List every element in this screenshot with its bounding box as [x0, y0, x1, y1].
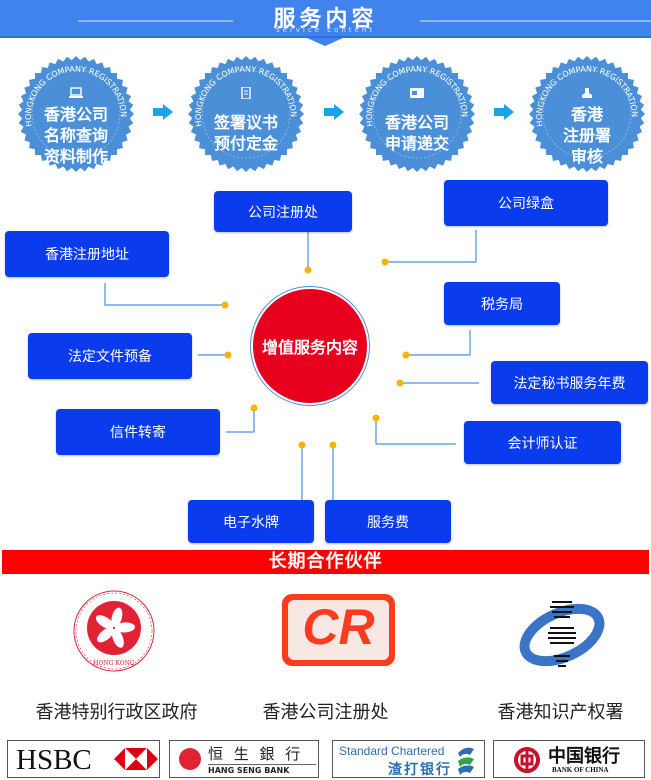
connector-line [375, 418, 456, 445]
connector-dot [250, 404, 258, 412]
connector-dot [402, 351, 410, 359]
stamp-icon [582, 88, 592, 98]
badge-inner-ring [372, 69, 462, 159]
connector-dot [396, 379, 404, 387]
connector-line [104, 283, 225, 306]
bank-of-china-logo: 中国银行 BANK OF CHINA [493, 740, 645, 778]
service-company-secretary-fee[interactable]: 法定秘书服务年费 [491, 361, 648, 404]
section-subtitle: service content [275, 26, 376, 34]
connector-dot [221, 301, 229, 309]
standard-chartered-logo: Standard Chartered 渣打银行 [332, 740, 485, 778]
service-statutory-documents[interactable]: 法定文件预备 [28, 333, 192, 379]
connector-dot [304, 266, 312, 274]
bank-of-china-icon [514, 747, 540, 773]
badge-scallop [529, 56, 645, 172]
process-step-2: HONGKONG COMPANY REGISTRATION 签署议书预付定金 [186, 54, 306, 174]
emblem-text: HONG KONG [93, 660, 135, 667]
badge-seal-icon: HONGKONG COMPANY REGISTRATION [18, 56, 134, 172]
header-rule-left [78, 20, 233, 22]
service-fee[interactable]: 服务费 [325, 500, 451, 543]
step-label: 签署议书预付定金 [213, 113, 278, 153]
connector-lines [104, 230, 479, 500]
hang-seng-icon [179, 748, 201, 770]
section-header: 服务内容 service content [0, 0, 651, 46]
step-label: 香港公司名称查询资料制作 [43, 105, 108, 166]
process-step-1: HONGKONG COMPANY REGISTRATION 香港公司名称查询资料… [16, 54, 136, 174]
connector-dot [372, 414, 380, 422]
step-label: 香港公司申请递交 [384, 113, 449, 153]
header-rule-right [420, 20, 651, 22]
service-accountant-certification[interactable]: 会计师认证 [464, 421, 621, 464]
hong-kong-emblem-logo: HONG KONG [73, 590, 155, 672]
id-card-icon [410, 88, 424, 98]
connector-line [226, 408, 255, 433]
connector-line [406, 330, 471, 356]
header-notch [307, 38, 343, 46]
partner-label: 香港公司注册处 [262, 702, 389, 723]
service-registered-address[interactable]: 香港注册地址 [5, 231, 169, 277]
connector-dot [298, 441, 306, 449]
arrow-right-icon [324, 104, 344, 120]
partners-title: 长期合作伙伴 [2, 550, 649, 574]
badge-seal-icon: HONGKONG COMPANY REGISTRATION [359, 56, 475, 172]
connector-line [385, 230, 477, 263]
process-step-4: HONGKONG COMPANY REGISTRATION 香港注册署审核 [527, 54, 647, 174]
hang-seng-logo: 恒 生 銀 行 HANG SENG BANK [169, 740, 319, 778]
laptop-icon [69, 87, 83, 98]
connector-dot [329, 441, 337, 449]
service-mail-forwarding[interactable]: 信件转寄 [56, 409, 220, 455]
hsbc-hexagon-icon [114, 748, 158, 770]
badge-scallop [359, 56, 475, 172]
ipd-logo [514, 595, 610, 673]
partner-label: 香港知识产权署 [497, 702, 624, 723]
badge-seal-icon: HONGKONG COMPANY REGISTRATION [188, 56, 304, 172]
partner-label: 香港特别行政区政府 [35, 702, 198, 723]
section-title: 服务内容 [273, 7, 378, 32]
service-tax-bureau[interactable]: 税务局 [444, 282, 560, 325]
service-green-box[interactable]: 公司绿盒 [444, 180, 608, 226]
connector-dot [224, 351, 232, 359]
document-icon [241, 87, 251, 99]
badge-scallop [188, 56, 304, 172]
badge-inner-ring [201, 69, 291, 159]
service-electronic-signboard[interactable]: 电子水牌 [188, 500, 314, 543]
cr-logo-text: CR [302, 599, 375, 655]
arrow-right-icon [494, 104, 514, 120]
step-label: 香港注册署审核 [562, 105, 611, 166]
badge-inner-ring [31, 69, 121, 159]
process-step-3: HONGKONG COMPANY REGISTRATION 香港公司申请递交 [357, 54, 477, 174]
badge-scallop [18, 56, 134, 172]
service-companies-registry[interactable]: 公司注册处 [214, 191, 352, 232]
value-added-center: 增值服务内容 [251, 287, 369, 405]
arrow-right-icon [153, 104, 173, 120]
connector-dot [381, 258, 389, 266]
badge-inner-ring [542, 69, 632, 159]
standard-chartered-icon [458, 747, 474, 775]
hsbc-logo: HSBC [7, 740, 160, 778]
companies-registry-logo: CR [282, 594, 395, 666]
